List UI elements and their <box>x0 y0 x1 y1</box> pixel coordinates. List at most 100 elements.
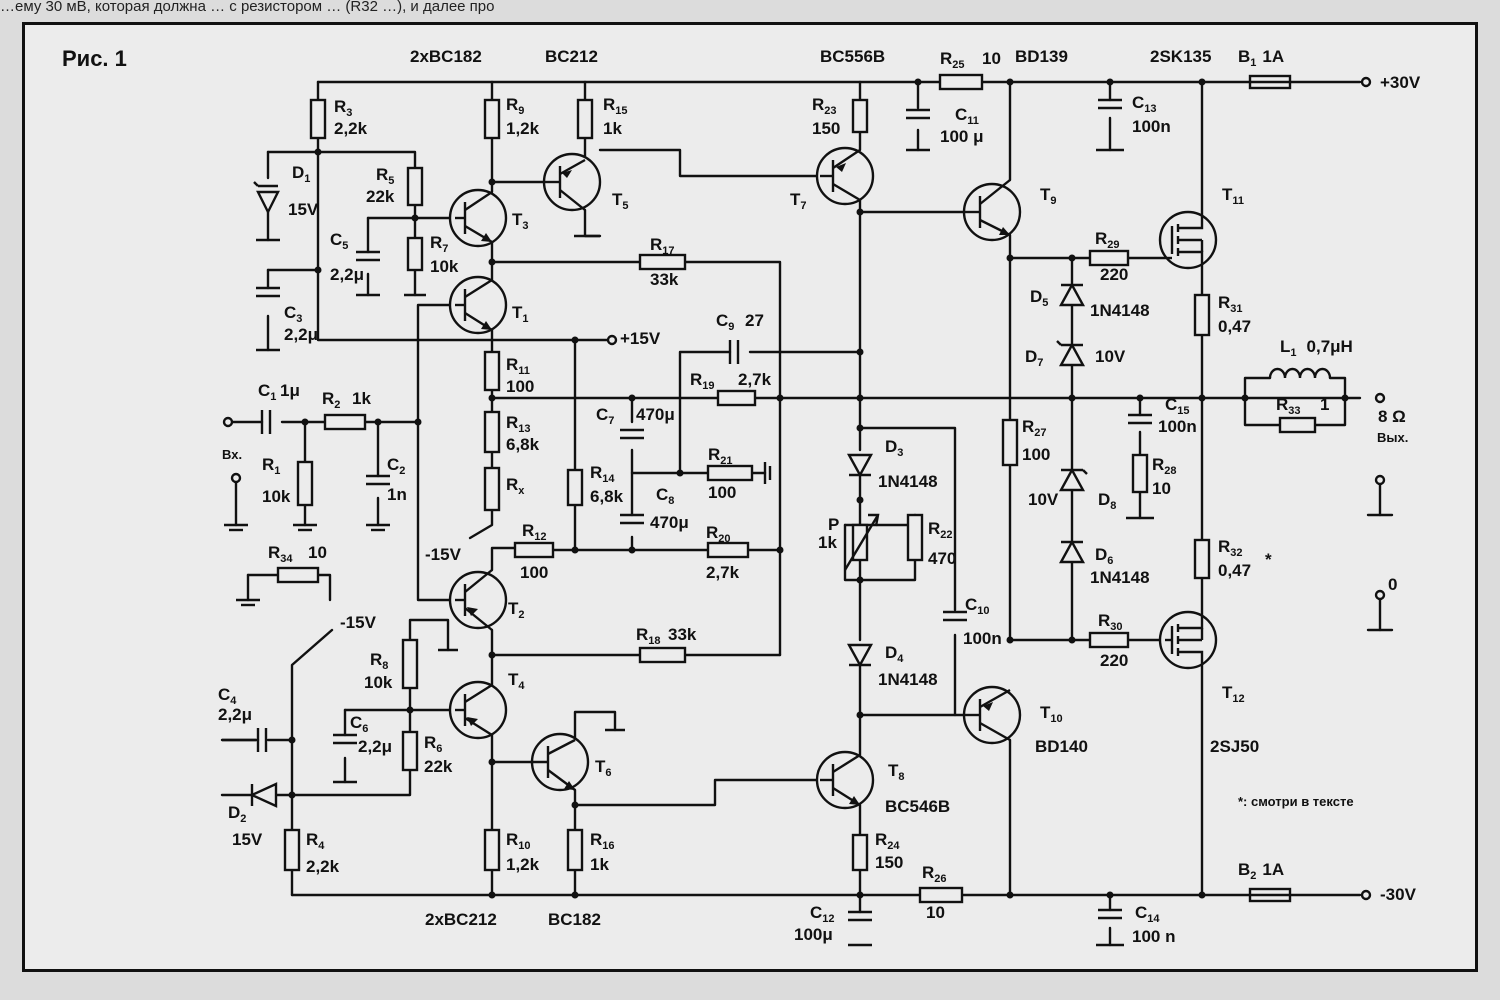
label-d8-value: 10V <box>1028 490 1059 509</box>
transistors <box>448 146 1218 810</box>
ground-symbols <box>222 148 1154 947</box>
resistor-value-9: 1,2k <box>506 119 540 138</box>
resistor-label-20: R20 <box>706 523 731 545</box>
label-t8: T8 <box>888 761 905 783</box>
resistor-label-33: R33 <box>1276 395 1301 417</box>
label-pot-value: 1k <box>818 533 837 552</box>
label-d1-value: 15V <box>288 200 319 219</box>
capacitor-value-11: 100 μ <box>940 127 984 146</box>
inductor-l1 <box>1268 367 1332 379</box>
resistor-label-27: R27 <box>1022 417 1047 439</box>
part-type-2sj50: 2SJ50 <box>1210 737 1259 756</box>
resistor-label-1: R1 <box>262 455 280 477</box>
capacitor-value-6: 2,2μ <box>358 737 392 756</box>
resistor-label-14: R14 <box>590 463 615 485</box>
capacitor-value-5: 2,2μ <box>330 265 364 284</box>
resistor-value-20: 2,7k <box>706 563 740 582</box>
resistor-label-3: R3 <box>334 97 352 119</box>
part-type-bc212: BC212 <box>545 47 598 66</box>
capacitor-label-15: C15 <box>1165 395 1190 417</box>
part-type-bd140: BD140 <box>1035 737 1088 756</box>
capacitor-value-8: 470μ <box>650 513 689 532</box>
junctions <box>288 78 1349 899</box>
resistor-label-18: R18 <box>636 625 661 647</box>
resistor-value-11: 100 <box>506 377 534 396</box>
resistor-value-23: 150 <box>812 119 840 138</box>
resistor-label-23: R23 <box>812 95 837 117</box>
resistor-value-14: 6,8k <box>590 487 624 506</box>
label-pot: P <box>828 515 839 534</box>
resistor-value-7: 10k <box>430 257 459 276</box>
resistor-label-15: R15 <box>603 95 628 117</box>
terminals <box>222 76 1386 901</box>
label-d4: D4 <box>885 643 904 665</box>
resistor-value-17: 33k <box>650 270 679 289</box>
label-d5-type: 1N4148 <box>1090 301 1150 320</box>
resistor-label-16: R16 <box>590 830 615 852</box>
resistor-value-1: 10k <box>262 487 291 506</box>
resistor-label-30: R30 <box>1098 611 1123 633</box>
capacitor-label-7: C7 <box>596 405 614 427</box>
capacitor-label-5: C5 <box>330 230 348 252</box>
label-t4: T4 <box>508 670 525 692</box>
schematic-frame <box>22 22 1478 972</box>
label-t5: T5 <box>612 190 629 212</box>
resistor-value-3: 2,2k <box>334 119 368 138</box>
part-type-bc546b: BC546B <box>885 797 950 816</box>
resistor-label-9: R9 <box>506 95 524 117</box>
label-d5: D5 <box>1030 287 1048 309</box>
resistor-value-8: 10k <box>364 673 393 692</box>
capacitor-value-7: 470μ <box>636 405 675 424</box>
part-type-top-pair: 2xBC182 <box>410 47 482 66</box>
capacitor-label-12: C12 <box>810 903 835 925</box>
label-input: Вх. <box>222 447 242 462</box>
resistor-label-13: R13 <box>506 413 531 435</box>
label-d8: D8 <box>1098 490 1116 512</box>
resistor-label-5: R5 <box>376 165 394 187</box>
label-note: *: смотри в тексте <box>1238 794 1354 809</box>
resistor-value-15: 1k <box>603 119 622 138</box>
part-type-bc556b: BC556B <box>820 47 885 66</box>
resistor-value-2: 1k <box>352 389 371 408</box>
label-plus-30v: +30V <box>1380 73 1421 92</box>
label-d4-type: 1N4148 <box>878 670 938 689</box>
part-type-bottom-pair: 2xBC212 <box>425 910 497 929</box>
capacitor-value-4: 2,2μ <box>218 705 252 724</box>
diodes <box>249 181 1088 808</box>
labels: Рис. 1 2xBC182 BC212 BC556B BD139 2SK135… <box>62 46 1421 929</box>
resistor-label-x: Rx <box>506 475 525 497</box>
resistor-label-6: R6 <box>424 733 442 755</box>
resistor-value-18: 33k <box>668 625 697 644</box>
resistor-label-31: R31 <box>1218 293 1243 315</box>
resistor-value-34: 10 <box>308 543 327 562</box>
capacitor-value-3: 2,2μ <box>284 325 318 344</box>
label-minus-15v-top: -15V <box>425 545 462 564</box>
potentiometer-p <box>843 513 880 571</box>
resistor-value-4: 2,2k <box>306 857 340 876</box>
resistor-label-12: R12 <box>522 521 547 543</box>
resistor-label-4: R4 <box>306 830 325 852</box>
capacitor-value-13: 100n <box>1132 117 1171 136</box>
part-type-bd139: BD139 <box>1015 47 1068 66</box>
label-d3: D3 <box>885 437 903 459</box>
capacitor-label-4: C4 <box>218 685 237 707</box>
resistor-label-28: R28 <box>1152 455 1177 477</box>
resistor-label-34: R34 <box>268 543 293 565</box>
resistor-value-30: 220 <box>1100 651 1128 670</box>
resistor-label-19: R19 <box>690 370 715 392</box>
resistor-label-11: R11 <box>506 355 530 377</box>
capacitor-label-8: C8 <box>656 485 674 507</box>
capacitor-label-6: C6 <box>350 713 368 735</box>
label-star-r32: * <box>1265 550 1272 569</box>
capacitor-value-9: 27 <box>745 311 764 330</box>
resistor-value-27: 100 <box>1022 445 1050 464</box>
resistor-label-21: R21 <box>708 445 733 467</box>
resistor-label-10: R10 <box>506 830 531 852</box>
capacitor-value-15: 100n <box>1158 417 1197 436</box>
resistor-label-7: R7 <box>430 233 448 255</box>
capacitor-label-11: C11 <box>955 105 979 127</box>
resistor-label-25: R25 <box>940 49 965 71</box>
